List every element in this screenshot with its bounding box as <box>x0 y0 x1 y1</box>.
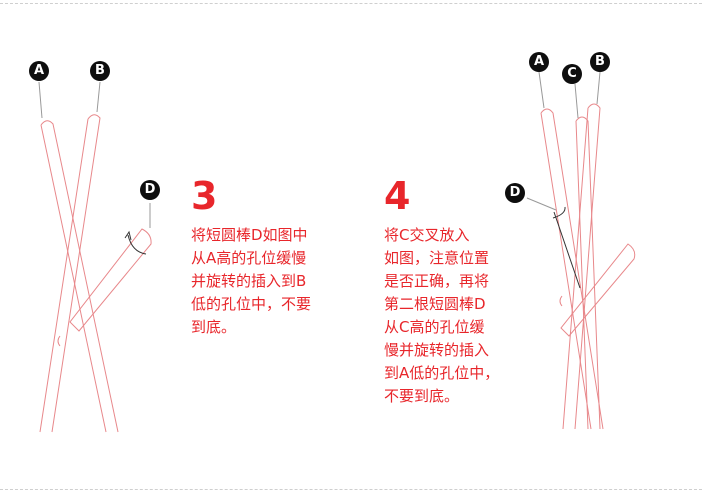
step-4-line: 到A低的孔位中， <box>384 364 500 382</box>
step-4-instructions: 将C交叉放入 如图，注意位置 是否正确，再将 第二根短圆棒D 从C高的孔位缓 慢… <box>384 224 499 408</box>
right-label-c-badge: C <box>562 64 582 84</box>
step-4-line: 慢并旋转的插入 <box>384 341 490 359</box>
top-divider <box>0 3 702 4</box>
step-4-line: 是否正确，再将 <box>384 272 490 290</box>
left-rod-a <box>40 120 119 433</box>
left-rod-d <box>69 228 152 332</box>
step-3-number: 3 <box>191 174 218 218</box>
step-3-line: 低的孔位中，不要 <box>191 295 312 313</box>
left-label-d-badge: D <box>140 180 160 200</box>
step-4-line: 不要到底。 <box>384 387 460 405</box>
step-3-line: 到底。 <box>191 318 237 336</box>
left-hole <box>57 335 61 347</box>
step-3-line: 并旋转的插入到B <box>191 272 307 290</box>
right-label-d-badge: D <box>505 183 525 203</box>
step-3-line: 将短圆棒D如图中 <box>191 226 308 244</box>
step-3-instructions: 将短圆棒D如图中 从A高的孔位缓慢 并旋转的插入到B 低的孔位中，不要 到底。 <box>191 224 311 339</box>
bottom-divider <box>0 489 702 490</box>
left-rod-b <box>39 114 101 433</box>
right-label-a-badge: A <box>529 52 549 72</box>
step-4-number: 4 <box>384 174 411 218</box>
right-rod-a <box>540 108 604 430</box>
left-label-b-badge: B <box>90 61 110 81</box>
step-4-line: 如图，注意位置 <box>384 249 490 267</box>
step-4-line: 从C高的孔位缓 <box>384 318 485 336</box>
step-3-line: 从A高的孔位缓慢 <box>191 249 307 267</box>
left-label-a-badge: A <box>29 61 49 81</box>
right-label-b-badge: B <box>590 52 610 72</box>
right-hole <box>559 295 563 307</box>
right-rod-d <box>560 243 636 337</box>
step-4-line: 第二根短圆棒D <box>384 295 486 313</box>
right-rod-c <box>575 116 601 430</box>
step-4-line: 将C交叉放入 <box>384 226 470 244</box>
right-rod-b <box>562 103 601 430</box>
